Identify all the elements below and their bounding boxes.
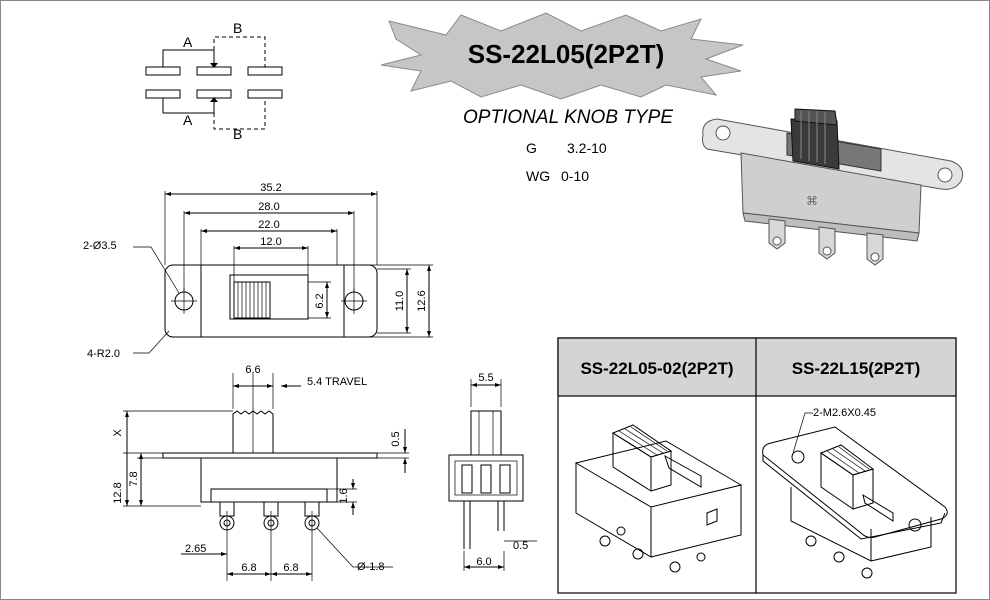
dim-12-0: 12.0 xyxy=(260,236,281,248)
knob-heading: OPTIONAL KNOB TYPE xyxy=(463,107,673,128)
dim-11-0: 11.0 xyxy=(394,291,406,312)
dim-0-5-side: 0.5 xyxy=(390,431,402,446)
variant-table: SS-22L05-02(2P2T) SS-22L15(2P2T) xyxy=(557,337,957,594)
dim-6-8-right: 6.8 xyxy=(283,562,298,574)
page-title: SS-22L05(2P2T) xyxy=(468,39,665,69)
brand-mark-icon: ⌘ xyxy=(806,194,818,208)
dim-1-6: 1.6 xyxy=(338,488,350,503)
schematic-b-bottom: B xyxy=(233,126,242,142)
circuit-schematic: A B A B xyxy=(145,20,283,142)
side-view: 6.6 5.4 TRAVEL X 7.8 12.8 0.5 1.6 2.65 6… xyxy=(112,364,409,581)
knob-wg-code: WG xyxy=(526,168,550,184)
product-illustration: ⌘ xyxy=(702,108,964,266)
top-view: 35.2 28.0 22.0 12.0 6.2 11.0 12.6 2-Ø3.5… xyxy=(83,182,433,360)
radius-callout: 4-R2.0 xyxy=(87,348,120,360)
dim-6-6: 6.6 xyxy=(245,364,260,376)
schematic-a-bottom: A xyxy=(183,112,193,128)
dim-35-2: 35.2 xyxy=(260,182,281,194)
hole-callout: 2-Ø3.5 xyxy=(83,240,117,252)
variant-left-name: SS-22L05-02(2P2T) xyxy=(580,359,733,378)
schematic-a-top: A xyxy=(183,34,193,50)
variant-right-illustration xyxy=(762,412,948,579)
pin-diameter: Ø-1.8 xyxy=(357,561,385,573)
dim-6-8-left: 6.8 xyxy=(241,562,256,574)
screw-callout: 2-M2.6X0.45 xyxy=(813,407,876,419)
travel-label: 5.4 TRAVEL xyxy=(307,376,367,388)
dim-0-5-end: 0.5 xyxy=(513,540,528,552)
dim-28-0: 28.0 xyxy=(258,201,279,213)
dim-22-0: 22.0 xyxy=(258,219,279,231)
knob-g-code: G xyxy=(526,140,537,156)
knob-wg-range: 0-10 xyxy=(561,168,589,184)
schematic-b-top: B xyxy=(233,20,242,36)
title-starburst: SS-22L05(2P2T) xyxy=(380,12,744,100)
knob-g-range: 3.2-10 xyxy=(567,140,607,156)
dim-5-5: 5.5 xyxy=(478,372,493,384)
dim-6-2: 6.2 xyxy=(314,293,326,308)
variant-right-name: SS-22L15(2P2T) xyxy=(792,359,921,378)
dim-7-8: 7.8 xyxy=(128,471,140,486)
variant-left-illustration xyxy=(574,424,743,573)
dim-2-65: 2.65 xyxy=(185,543,206,555)
dim-6-0: 6.0 xyxy=(476,556,491,568)
dim-x: X xyxy=(112,429,124,437)
dim-12-6: 12.6 xyxy=(416,290,428,311)
end-view: 5.5 6.0 0.5 xyxy=(448,372,537,571)
dim-12-8: 12.8 xyxy=(112,482,124,503)
